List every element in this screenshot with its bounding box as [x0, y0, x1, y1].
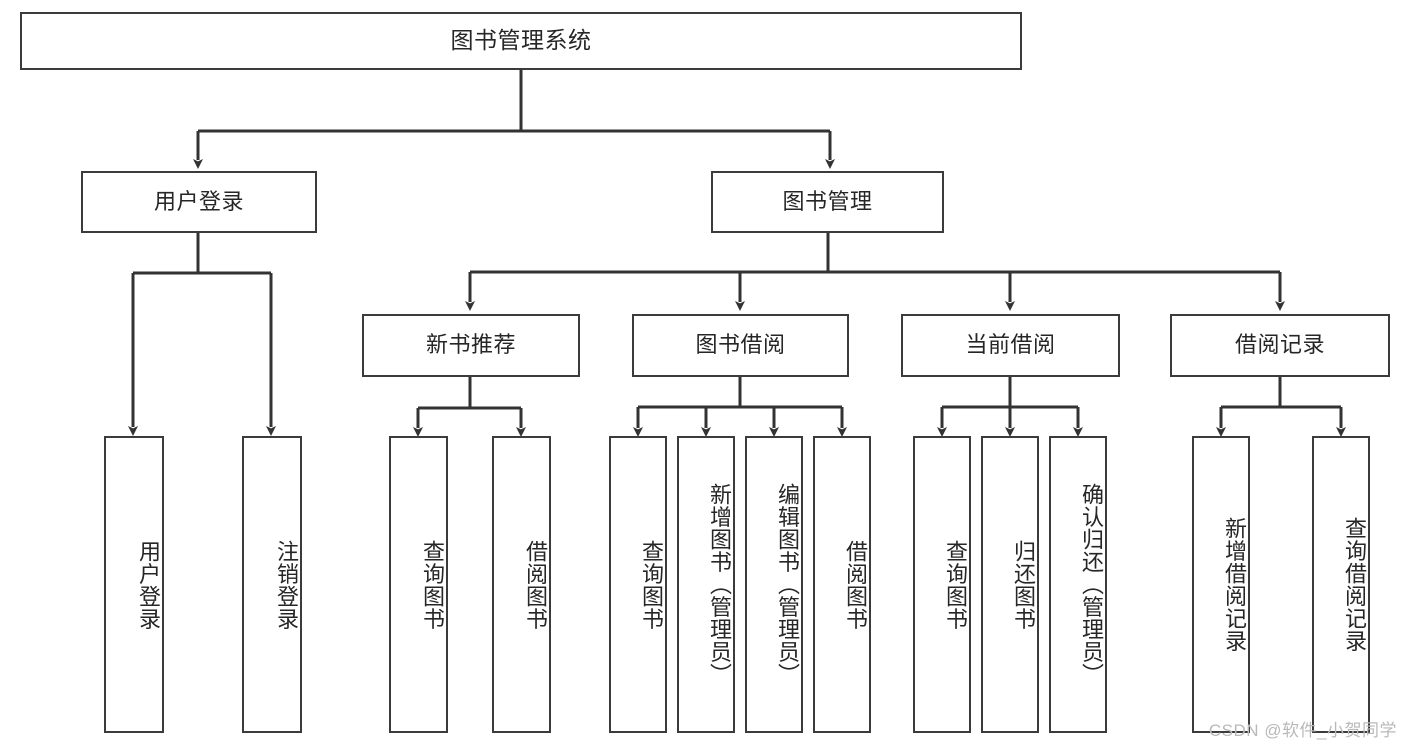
node-root-book-management-system[interactable]: 图书管理系统	[20, 12, 1022, 70]
leaf-user-login-logout[interactable]: 注销登录	[242, 436, 302, 733]
node-label: 查询图书	[639, 539, 664, 630]
node-label: 新书推荐	[425, 332, 516, 358]
node-label: 注销登录	[274, 539, 299, 630]
leaf-user-login-login[interactable]: 用户登录	[104, 436, 164, 733]
leaf-book-borrow-query-book[interactable]: 查询图书	[609, 436, 667, 733]
node-label: 用户登录	[153, 188, 244, 214]
node-borrow-record[interactable]: 借阅记录	[1170, 314, 1390, 377]
leaf-new-book-borrow-book[interactable]: 借阅图书	[492, 436, 551, 733]
node-user-login[interactable]: 用户登录	[81, 171, 317, 233]
node-label: 确认归还（管理员）	[1079, 483, 1104, 686]
node-label: 编辑图书（管理员）	[775, 483, 800, 686]
leaf-current-borrow-return-book[interactable]: 归还图书	[981, 436, 1039, 733]
node-new-book-recommend[interactable]: 新书推荐	[362, 314, 580, 377]
node-label: 图书管理系统	[450, 27, 592, 54]
leaf-current-borrow-query-book[interactable]: 查询图书	[913, 436, 971, 733]
leaf-borrow-record-add-record[interactable]: 新增借阅记录	[1192, 436, 1250, 733]
node-label: 新增借阅记录	[1222, 517, 1247, 652]
leaf-current-borrow-confirm-return-admin[interactable]: 确认归还（管理员）	[1049, 436, 1107, 733]
leaf-book-borrow-edit-book-admin[interactable]: 编辑图书（管理员）	[745, 436, 803, 733]
leaf-borrow-record-query-record[interactable]: 查询借阅记录	[1312, 436, 1370, 733]
node-label: 图书借阅	[695, 332, 786, 358]
node-label: 借阅记录	[1234, 332, 1325, 358]
node-current-borrow[interactable]: 当前借阅	[901, 314, 1120, 377]
node-label: 新增图书（管理员）	[707, 483, 732, 686]
node-label: 查询图书	[943, 539, 968, 630]
leaf-book-borrow-borrow-book[interactable]: 借阅图书	[813, 436, 871, 733]
node-label: 归还图书	[1011, 539, 1036, 630]
leaf-book-borrow-add-book-admin[interactable]: 新增图书（管理员）	[677, 436, 735, 733]
node-label: 借阅图书	[523, 539, 548, 630]
leaf-new-book-query-book[interactable]: 查询图书	[389, 436, 448, 733]
node-label: 图书管理	[782, 188, 873, 214]
node-label: 借阅图书	[843, 539, 868, 630]
node-label: 当前借阅	[965, 332, 1056, 358]
node-label: 查询图书	[420, 539, 445, 630]
node-book-borrow[interactable]: 图书借阅	[632, 314, 849, 377]
node-label: 用户登录	[136, 539, 161, 630]
node-book-management[interactable]: 图书管理	[711, 171, 944, 233]
csdn-watermark: CSDN @软件_小贺同学	[1208, 721, 1397, 740]
node-label: 查询借阅记录	[1342, 517, 1367, 652]
